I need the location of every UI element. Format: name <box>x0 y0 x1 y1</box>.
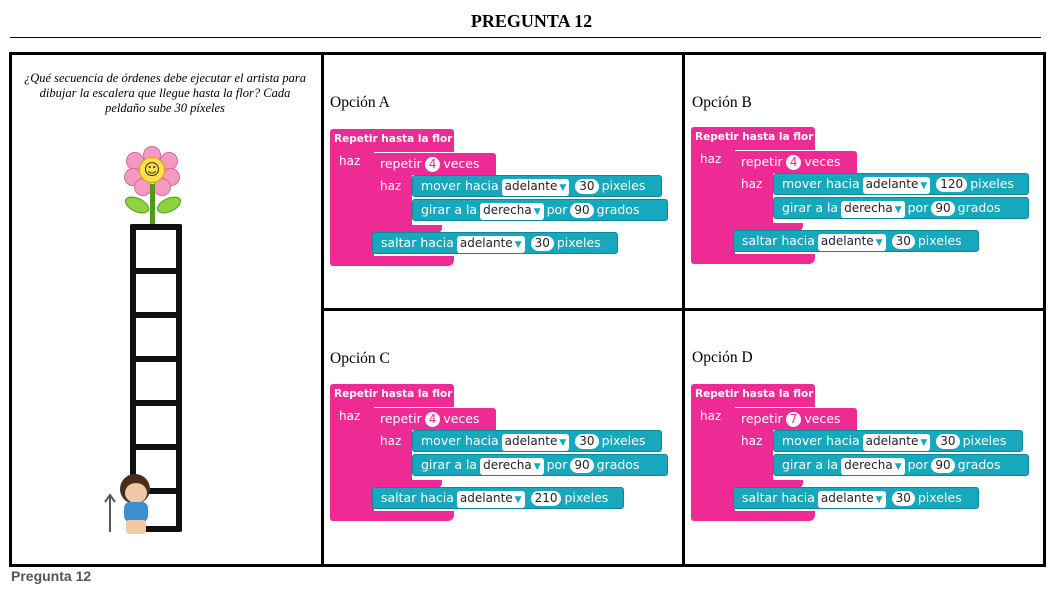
turn-direction-dropdown: derecha▼ <box>841 201 905 218</box>
jump-direction-dropdown: adelante▼ <box>456 491 525 508</box>
turn-direction-dropdown: derecha▼ <box>841 458 905 475</box>
haz-label: haz <box>741 434 763 448</box>
repeat-count: 4 <box>424 157 441 172</box>
direction-dropdown: adelante▼ <box>862 434 931 451</box>
flower-icon: ☺ <box>120 146 186 226</box>
jump-direction-dropdown: adelante▼ <box>456 236 525 253</box>
page-title: PREGUNTA 12 <box>470 11 593 31</box>
repeat-until-flower-label: Repetir hasta la flor <box>695 388 814 400</box>
option-c-label: Opción C <box>330 350 390 367</box>
turn-angle: 90 <box>931 458 955 473</box>
turn-angle: 90 <box>570 203 594 218</box>
footer-caption: Pregunta 12 <box>11 568 92 584</box>
repeat-count: 4 <box>785 155 802 170</box>
haz-label: haz <box>380 434 402 448</box>
turn-direction-dropdown: derecha▼ <box>480 458 544 475</box>
move-distance: 30 <box>936 434 960 449</box>
up-arrow-icon <box>104 493 116 532</box>
jump-distance: 210 <box>530 491 562 506</box>
direction-dropdown: adelante▼ <box>862 177 931 194</box>
turn-direction-dropdown: derecha▼ <box>480 203 544 220</box>
direction-dropdown: adelante▼ <box>501 179 570 196</box>
haz-label: haz <box>380 179 402 193</box>
title-divider <box>10 37 1041 38</box>
repeat-until-flower-label: Repetir hasta la flor <box>334 388 453 400</box>
jump-distance: 30 <box>891 234 915 249</box>
option-d-label: Opción D <box>692 349 753 366</box>
jump-direction-dropdown: adelante▼ <box>817 491 886 508</box>
haz-label: haz <box>700 152 722 166</box>
repeat-count: 4 <box>424 412 441 427</box>
haz-label: haz <box>700 409 722 423</box>
move-distance: 30 <box>575 179 599 194</box>
option-a-label: Opción A <box>330 94 390 111</box>
option-b-label: Opción B <box>692 94 752 111</box>
jump-direction-dropdown: adelante▼ <box>817 234 886 251</box>
artist-icon <box>114 474 160 536</box>
staircase-drawing <box>130 224 182 532</box>
move-distance: 120 <box>936 177 968 192</box>
grid-divider-horizontal <box>321 308 1046 311</box>
smiley-face-icon: ☺ <box>139 157 165 183</box>
repeat-until-flower-label: Repetir hasta la flor <box>334 133 453 145</box>
direction-dropdown: adelante▼ <box>501 434 570 451</box>
haz-label: haz <box>741 177 763 191</box>
move-distance: 30 <box>575 434 599 449</box>
turn-angle: 90 <box>570 458 594 473</box>
haz-label: haz <box>339 409 361 423</box>
jump-distance: 30 <box>891 491 915 506</box>
turn-angle: 90 <box>931 201 955 216</box>
haz-label: haz <box>339 154 361 168</box>
repeat-until-flower-label: Repetir hasta la flor <box>695 131 814 143</box>
question-text: ¿Qué secuencia de órdenes debe ejecutar … <box>23 71 307 115</box>
jump-distance: 30 <box>530 236 554 251</box>
repeat-count: 7 <box>785 412 802 427</box>
